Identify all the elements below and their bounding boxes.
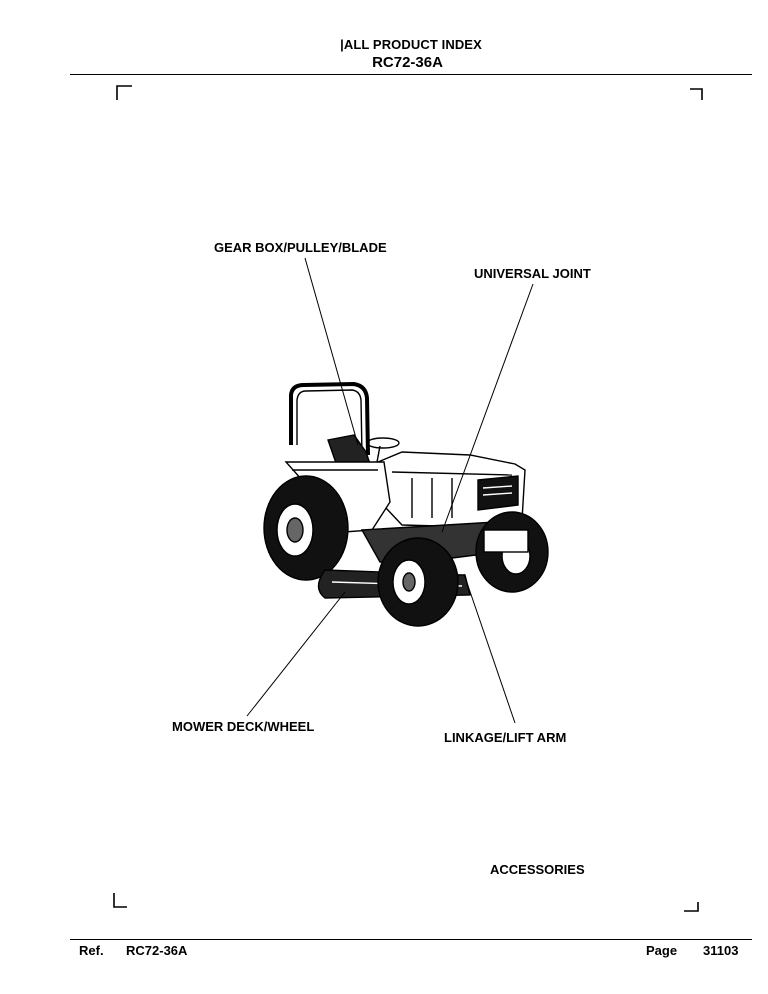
crop-mark-top-left xyxy=(116,85,132,100)
footer-rule xyxy=(70,939,752,940)
footer-ref-value: RC72-36A xyxy=(126,943,188,958)
tractor-drawing xyxy=(263,381,549,627)
label-universal-joint[interactable]: UNIVERSAL JOINT xyxy=(474,266,591,281)
crop-mark-bottom-right xyxy=(684,902,699,912)
model-title: RC72-36A xyxy=(372,54,443,71)
leader-universal-joint xyxy=(441,283,534,533)
footer-page-label: Page xyxy=(646,943,678,958)
crop-mark-bottom-left xyxy=(113,893,127,908)
footer-page-value: 31103 xyxy=(703,943,739,958)
crop-mark-top-right xyxy=(690,88,703,100)
leader-gear-box xyxy=(304,257,359,446)
leader-mower-deck xyxy=(246,591,346,717)
index-title: |ALL PRODUCT INDEX xyxy=(340,37,482,52)
label-accessories[interactable]: ACCESSORIES xyxy=(490,862,585,877)
label-linkage[interactable]: LINKAGE/LIFT ARM xyxy=(444,730,567,745)
label-gear-box[interactable]: GEAR BOX/PULLEY/BLADE xyxy=(214,240,387,255)
label-mower-deck[interactable]: MOWER DECK/WHEEL xyxy=(172,719,315,734)
crop-marks xyxy=(113,85,703,912)
leader-lines xyxy=(246,257,534,724)
leader-linkage xyxy=(463,573,516,724)
header-rule xyxy=(70,74,752,75)
footer-ref-label: Ref. xyxy=(79,943,104,958)
